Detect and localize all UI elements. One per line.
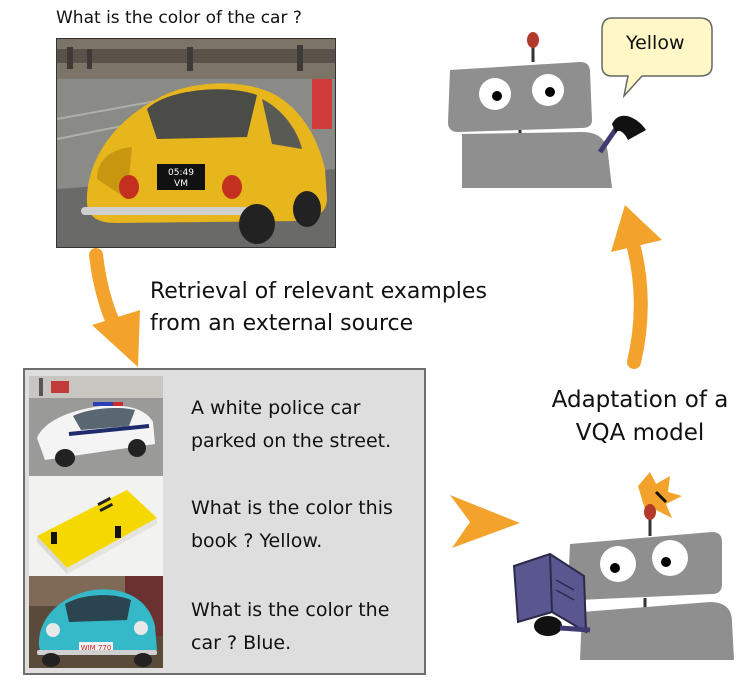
adaptation-label-line2: VQA model (575, 420, 705, 446)
to-robot-arrow-icon (450, 495, 520, 548)
retrieval-label-line2: from an external source (150, 311, 414, 336)
question-text: What is the color of the car ? (56, 8, 302, 28)
yellow-book-thumbnail (29, 476, 163, 576)
blue-car-plate: WIM 770 (81, 644, 112, 652)
police-car-thumbnail (29, 376, 163, 476)
retrieval-label: Retrieval of relevant examples from an e… (150, 276, 487, 340)
retrieval-arrow-icon (89, 248, 140, 367)
example-1-text: A white police car parked on the street. (191, 397, 392, 452)
example-3-text: What is the color the car ? Blue. (191, 599, 390, 654)
blue-car-thumbnail: WIM 770 (29, 576, 163, 668)
yellow-car-plate-line2: VM (174, 179, 188, 189)
retrieved-examples-box: WIM 770 A white police car parked on the… (23, 368, 426, 675)
retrieval-label-line1: Retrieval of relevant examples (150, 279, 487, 304)
speech-bubble-icon (601, 17, 713, 99)
yellow-car-photo: 05:49 VM (56, 38, 336, 248)
adaptation-label: Adaptation of a VQA model (540, 384, 740, 450)
adaptation-arrow-icon (611, 205, 662, 369)
answer-text: Yellow (626, 32, 685, 54)
robot-answering-icon (448, 32, 646, 188)
example-2-text: What is the color this book ? Yellow. (191, 497, 393, 552)
adaptation-label-line1: Adaptation of a (551, 387, 729, 413)
robot-reading-icon (512, 472, 734, 660)
yellow-car-plate-line1: 05:49 (168, 168, 194, 178)
